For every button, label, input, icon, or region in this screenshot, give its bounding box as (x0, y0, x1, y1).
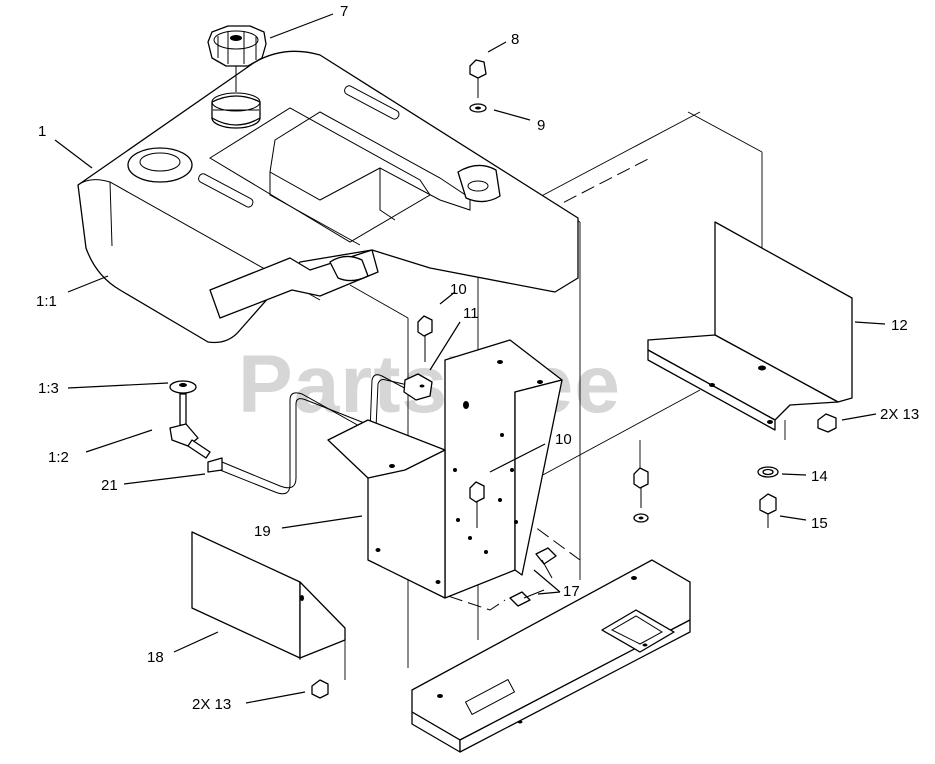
lower-shield (191, 531, 346, 659)
screws-10 (417, 315, 485, 528)
frame-rail (411, 559, 691, 753)
fuel-cap (207, 25, 267, 129)
callout-2x13-left: 2X 13 (192, 696, 231, 713)
callout-2x13-right: 2X 13 (880, 406, 919, 423)
callout-14: 14 (811, 468, 828, 485)
callout-1-1: 1:1 (36, 293, 57, 310)
callout-10-bottom: 10 (555, 431, 572, 448)
callout-21: 21 (101, 477, 118, 494)
callout-19: 19 (254, 523, 271, 540)
callout-1: 1 (38, 123, 46, 140)
callouts: 7 8 9 1 1:1 10 11 12 2X 13 1:3 1:2 10 14… (36, 3, 919, 713)
mounting-bracket (327, 339, 563, 599)
callout-8: 8 (511, 31, 519, 48)
callout-11: 11 (463, 305, 479, 322)
callout-1-3: 1:3 (38, 380, 59, 397)
side-shield (647, 221, 853, 431)
screws-17 (509, 547, 557, 607)
callout-9: 9 (537, 117, 545, 134)
fuel-tank (77, 50, 579, 344)
hose-clip (403, 373, 433, 401)
callout-15: 15 (811, 515, 828, 532)
right-hardware (311, 413, 837, 699)
callout-1-2: 1:2 (48, 449, 69, 466)
screw-washer (469, 59, 487, 113)
callout-18: 18 (147, 649, 164, 666)
callout-17: 17 (563, 583, 580, 600)
callout-7: 7 (340, 3, 348, 20)
rail-screw (633, 467, 649, 523)
fuel-line (169, 374, 413, 495)
callout-12: 12 (891, 317, 908, 334)
leader-lines (54, 13, 886, 704)
callout-10-top: 10 (450, 281, 467, 298)
